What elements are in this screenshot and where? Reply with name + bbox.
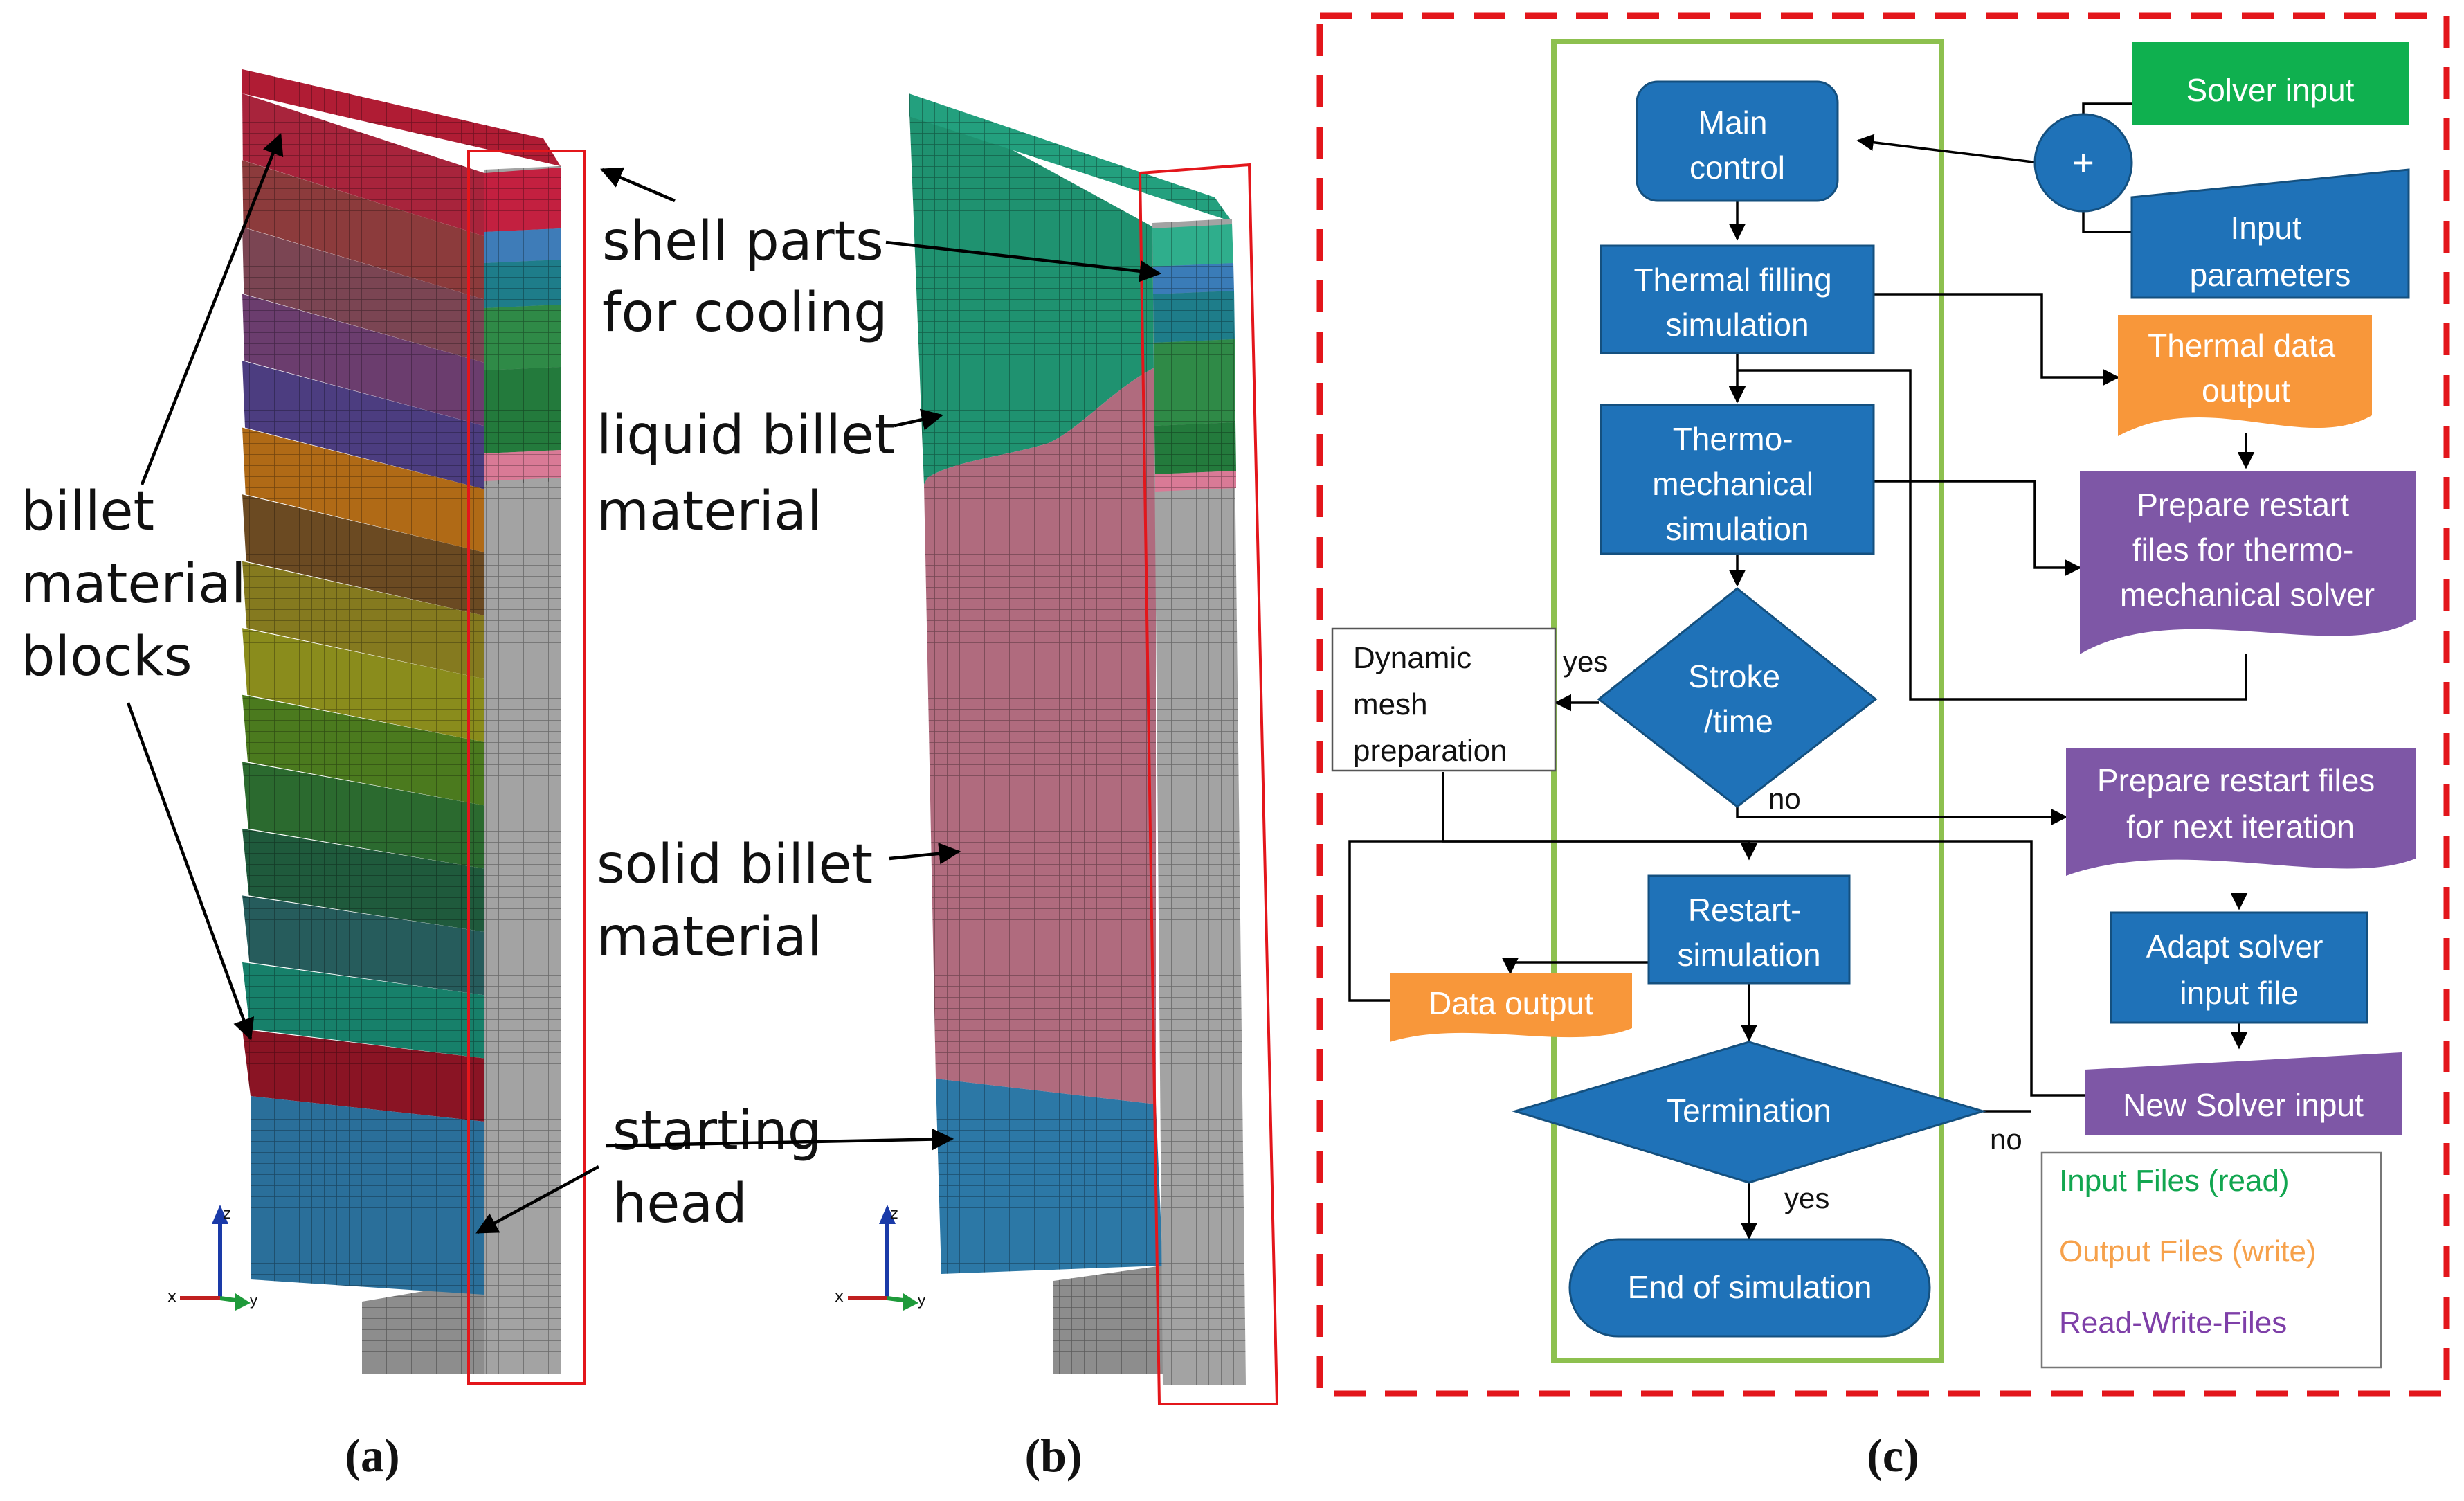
billet-block-mesh <box>242 361 484 489</box>
dynamic-mesh-box <box>1331 627 1557 772</box>
billet-block-mesh <box>242 160 484 300</box>
stroke-time-text: Stroke /time <box>1688 658 1789 739</box>
prepare-next-iteration-text: Prepare restart files for next iteration <box>2097 762 2384 845</box>
label-liquid-billet: liquid billet material <box>597 404 912 543</box>
yes-label-2: yes <box>1784 1182 1829 1214</box>
axis-y-label: y <box>249 1292 258 1309</box>
label-billet-blocks: billet material blocks <box>21 480 263 688</box>
legend-box <box>2040 1151 2382 1369</box>
adapt-solver-text: Adapt solver input file <box>2146 928 2332 1011</box>
billet-block-mesh <box>242 762 484 869</box>
restart-simulation-box <box>1647 874 1851 985</box>
main-control-box <box>1636 80 1839 202</box>
caption-b: (b) <box>1024 1429 1082 1482</box>
input-parameters-text: Input parameters <box>2190 210 2351 293</box>
thermo-mechanical-box <box>1600 404 1875 555</box>
shell-frame-b <box>1138 163 1279 1405</box>
billet-block-mesh <box>242 895 484 996</box>
axis-x-label-b: x <box>835 1288 844 1306</box>
solver-input-text: Solver input <box>2186 72 2355 108</box>
stroke-time-decision <box>1597 587 1878 808</box>
axis-y-label-b: y <box>917 1292 926 1309</box>
data-output-box <box>1390 973 1632 1042</box>
new-solver-input-box <box>2085 1052 2402 1135</box>
shell-frame-a <box>467 150 586 1385</box>
billet-material-blocks <box>242 93 484 1122</box>
no-label-1: no <box>1768 782 1801 815</box>
thermal-data-output-box <box>2118 315 2372 436</box>
prepare-next-iteration-box <box>2066 748 2416 876</box>
end-of-simulation-box <box>1568 1238 1931 1338</box>
legend-output: Output Files (write) <box>2059 1234 2317 1268</box>
billet-block-mesh <box>242 694 484 806</box>
billet-block-mesh <box>242 628 484 742</box>
axis-z-label-b: z <box>890 1205 898 1223</box>
solver-input-box <box>2132 42 2409 125</box>
billet-block-mesh <box>242 1029 484 1122</box>
thermal-filling-text: Thermal filling simulation <box>1633 262 1840 343</box>
plus-sign: + <box>2072 142 2094 183</box>
caption-c: (c) <box>1867 1429 1919 1482</box>
axis-z-label: z <box>223 1205 231 1223</box>
input-parameters-box <box>2130 168 2410 299</box>
red-dashed-frame <box>1316 12 2450 1397</box>
adapt-solver-box <box>2110 911 2368 1024</box>
thermo-mechanical-text: Thermo- mechanical simulation <box>1652 421 1822 547</box>
restart-simulation-text: Restart- simulation <box>1677 892 1820 973</box>
prepare-restart-thermo-box <box>2080 471 2416 654</box>
label-solid-billet: solid billet material <box>597 834 890 969</box>
legend-input: Input Files (read) <box>2059 1164 2290 1198</box>
thermal-filling-box <box>1600 244 1875 354</box>
axis-triad-b: z x y <box>835 1205 926 1311</box>
no-label-2: no <box>1990 1123 2022 1156</box>
caption-a: (a) <box>345 1429 399 1482</box>
panel-a: z x y <box>167 69 586 1385</box>
billet-block-mesh <box>242 227 484 363</box>
billet-block-mesh <box>242 93 484 237</box>
prepare-restart-thermo-text: Prepare restart files for thermo- mechan… <box>2120 487 2375 613</box>
label-starting-head: starting head <box>613 1100 839 1235</box>
annotations: shell parts for cooling billet material … <box>21 133 1162 1235</box>
termination-text: Termination <box>1667 1093 1831 1129</box>
thermal-data-output-text: Thermal data output <box>2148 327 2344 408</box>
dynamic-mesh-text: Dynamic mesh preparation <box>1353 641 1507 768</box>
termination-decision <box>1511 1041 1987 1184</box>
billet-block-mesh <box>242 294 484 426</box>
billet-block-mesh <box>242 962 484 1059</box>
panel-b: z x y <box>835 93 1279 1405</box>
billet-block-mesh <box>242 828 484 932</box>
billet-block-mesh <box>242 494 484 616</box>
end-of-simulation-text: End of simulation <box>1628 1269 1872 1305</box>
axis-x-label: x <box>167 1288 176 1306</box>
billet-block-mesh <box>242 427 484 552</box>
yes-label-1: yes <box>1563 645 1608 678</box>
data-output-text: Data output <box>1429 985 1593 1021</box>
merge-plus-circle <box>2033 113 2133 213</box>
axis-triad-a: z x y <box>167 1205 258 1311</box>
legend-read-write: Read-Write-Files <box>2059 1306 2287 1340</box>
label-shell-parts: shell parts for cooling <box>602 210 901 344</box>
panel-c-flowchart: Main control Solver input + Input parame… <box>1316 12 2450 1397</box>
main-control-text: Main control <box>1690 105 1785 186</box>
billet-block-mesh <box>242 561 484 679</box>
new-solver-input-text: New Solver input <box>2123 1087 2364 1123</box>
